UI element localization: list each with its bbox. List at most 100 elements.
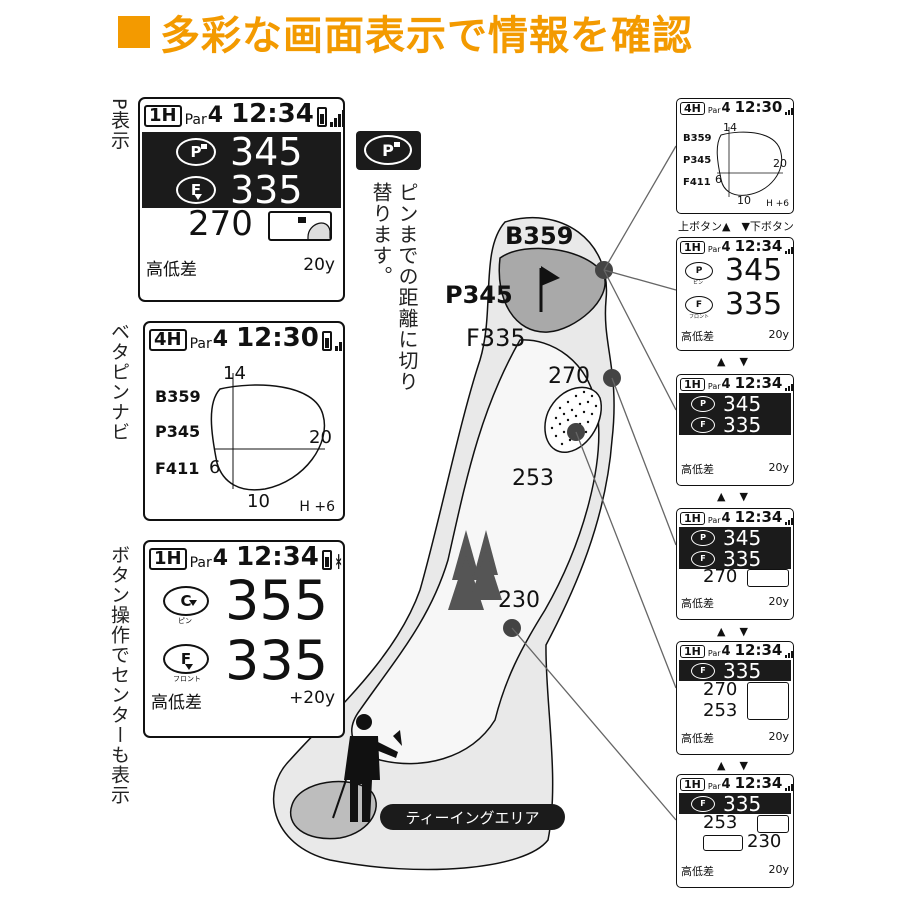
pin-row: P 345	[679, 527, 791, 548]
page-title-text: 多彩な画面表示で情報を確認	[160, 13, 693, 59]
signal-icon	[785, 247, 793, 254]
pin-badge-icon: P	[691, 395, 715, 412]
clock: 12:30	[236, 323, 319, 353]
par-label: Par	[189, 336, 212, 352]
green-left: 6	[715, 173, 722, 186]
elevation-value: 20y	[768, 595, 789, 608]
center-badge-icon: C	[163, 586, 209, 616]
scroll-arrows: ▲▼	[717, 759, 762, 772]
hazard-distance-2: 230	[747, 831, 782, 852]
par-number: 4	[721, 240, 731, 255]
hole-number: 1H	[144, 105, 182, 127]
par-label: Par	[707, 382, 721, 391]
tree-icon	[448, 530, 502, 610]
par-label: Par	[707, 106, 721, 115]
par-number: 4	[721, 511, 731, 526]
front-row: F 335	[679, 414, 791, 435]
green	[498, 247, 606, 333]
signal-icon	[785, 518, 793, 525]
front-badge-icon: F	[691, 550, 715, 567]
device-screen-p-display: 1H Par 4 12:34 P 345 F 335 270 高低差 20y	[138, 97, 345, 302]
orange-square-icon	[118, 16, 150, 48]
pin-distance: P345	[155, 422, 201, 441]
bunker-thumb-icon	[268, 211, 332, 241]
par-label: Par	[184, 112, 207, 128]
hazard-distance: 270	[703, 566, 738, 587]
pin-badge-icon: P	[685, 262, 713, 280]
par-number: 4	[207, 103, 224, 128]
elevation-label: 高低差	[681, 597, 714, 610]
clock: 12:34	[231, 99, 314, 129]
pin-badge-icon: P	[364, 135, 412, 165]
front-distance: F411	[155, 459, 200, 478]
label-betapin: ベタピンナビ	[108, 322, 130, 442]
page-title: 多彩な画面表示で情報を確認	[118, 4, 693, 60]
label-230: 230	[498, 588, 540, 613]
label-253: 253	[512, 466, 554, 491]
green-right: 20	[773, 157, 787, 170]
par-label: Par	[707, 782, 721, 791]
back-distance: B359	[683, 133, 712, 144]
green-shape	[210, 373, 326, 491]
elevation-label: 高低差	[151, 693, 202, 713]
pin-badge-icon: P	[691, 529, 715, 546]
front-distance: 335	[723, 546, 762, 571]
height-diff: H +6	[299, 499, 335, 515]
pin-distance: 345	[725, 253, 783, 288]
clock: 12:34	[236, 542, 319, 572]
par-number: 4	[721, 377, 731, 392]
hole-number: 1H	[680, 778, 705, 791]
button-guide: 上ボタン▲ ▼下ボタン	[678, 220, 794, 233]
hazard-distance-1: 270	[703, 679, 738, 700]
green-shape	[716, 127, 783, 197]
signal-icon	[785, 784, 793, 791]
pin-badge-icon: P	[176, 138, 216, 166]
scroll-arrows: ▲▼	[717, 355, 762, 368]
pin-switch-note: ピンまでの距離に切り替ります。	[369, 182, 419, 392]
height-diff: H +6	[766, 199, 789, 209]
bluetooth-icon: ᚼ	[333, 552, 344, 571]
green-bottom: 10	[737, 194, 751, 207]
par-label: Par	[707, 649, 721, 658]
bunker	[544, 386, 602, 453]
signal-icon	[329, 110, 343, 127]
pin-distance: 345	[230, 130, 303, 174]
front-row: F 335	[142, 171, 341, 209]
front-distance: 335	[723, 658, 762, 683]
right-screen-pin-front: 1H Par 4 12:34 P ピン 345 F フロント 335 高低差 2…	[676, 237, 794, 351]
hole-number: 1H	[680, 512, 705, 525]
pin-distance: P345	[683, 155, 712, 166]
signal-icon	[785, 108, 793, 115]
battery-icon	[321, 331, 332, 351]
clock: 12:34	[734, 641, 783, 659]
par-label: Par	[707, 245, 721, 254]
front-badge-icon: F	[163, 644, 209, 674]
front-distance: 335	[725, 287, 783, 322]
pin-sub-label: ピン	[693, 280, 704, 286]
right-screen-hazards: 1H Par 4 12:34 F 335 270 253 高低差 20y	[676, 641, 794, 755]
pin-distance: 345	[723, 525, 762, 550]
front-distance: 335	[225, 629, 329, 692]
center-distance: 355	[225, 569, 329, 632]
right-screen-p-inverted: 1H Par 4 12:34 P 345 F 335 高低差 20y	[676, 374, 794, 486]
par-number: 4	[721, 101, 731, 116]
clock: 12:34	[734, 508, 783, 526]
label-pin: P345	[445, 281, 513, 309]
green-right: 20	[309, 427, 332, 448]
front-badge-icon: F	[691, 416, 715, 433]
right-screen-green-view: 4H Par 4 12:30 B359 P345 F411 14 20 6 10…	[676, 98, 794, 214]
par-label: Par	[707, 516, 721, 525]
hole-number: 1H	[149, 548, 187, 570]
front-sub-label: フロント	[689, 314, 710, 320]
elevation-value: 20y	[303, 255, 335, 275]
hole-number: 1H	[680, 645, 705, 658]
green-left: 6	[209, 457, 221, 478]
scroll-arrows: ▲▼	[717, 490, 762, 503]
clock: 12:34	[734, 774, 783, 792]
green-top: 14	[723, 121, 737, 134]
clock: 12:34	[734, 237, 783, 255]
front-distance: 335	[723, 412, 762, 437]
front-distance: 335	[723, 791, 762, 816]
clock: 12:34	[734, 374, 783, 392]
